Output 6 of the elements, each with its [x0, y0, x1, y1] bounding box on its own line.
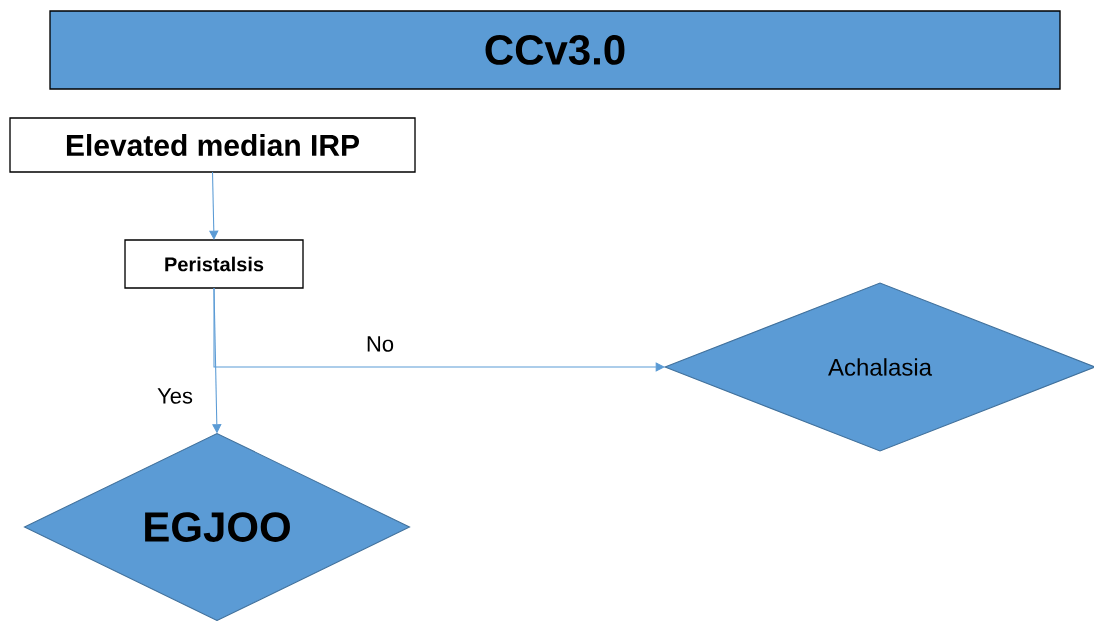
process-box: Elevated median IRP — [9, 117, 416, 173]
edge-label: Yes — [155, 387, 195, 405]
arrow — [209, 171, 219, 240]
title-banner: CCv3.0 — [49, 10, 1061, 90]
process-box: Peristalsis — [124, 239, 304, 289]
edge-label: No — [364, 335, 396, 353]
